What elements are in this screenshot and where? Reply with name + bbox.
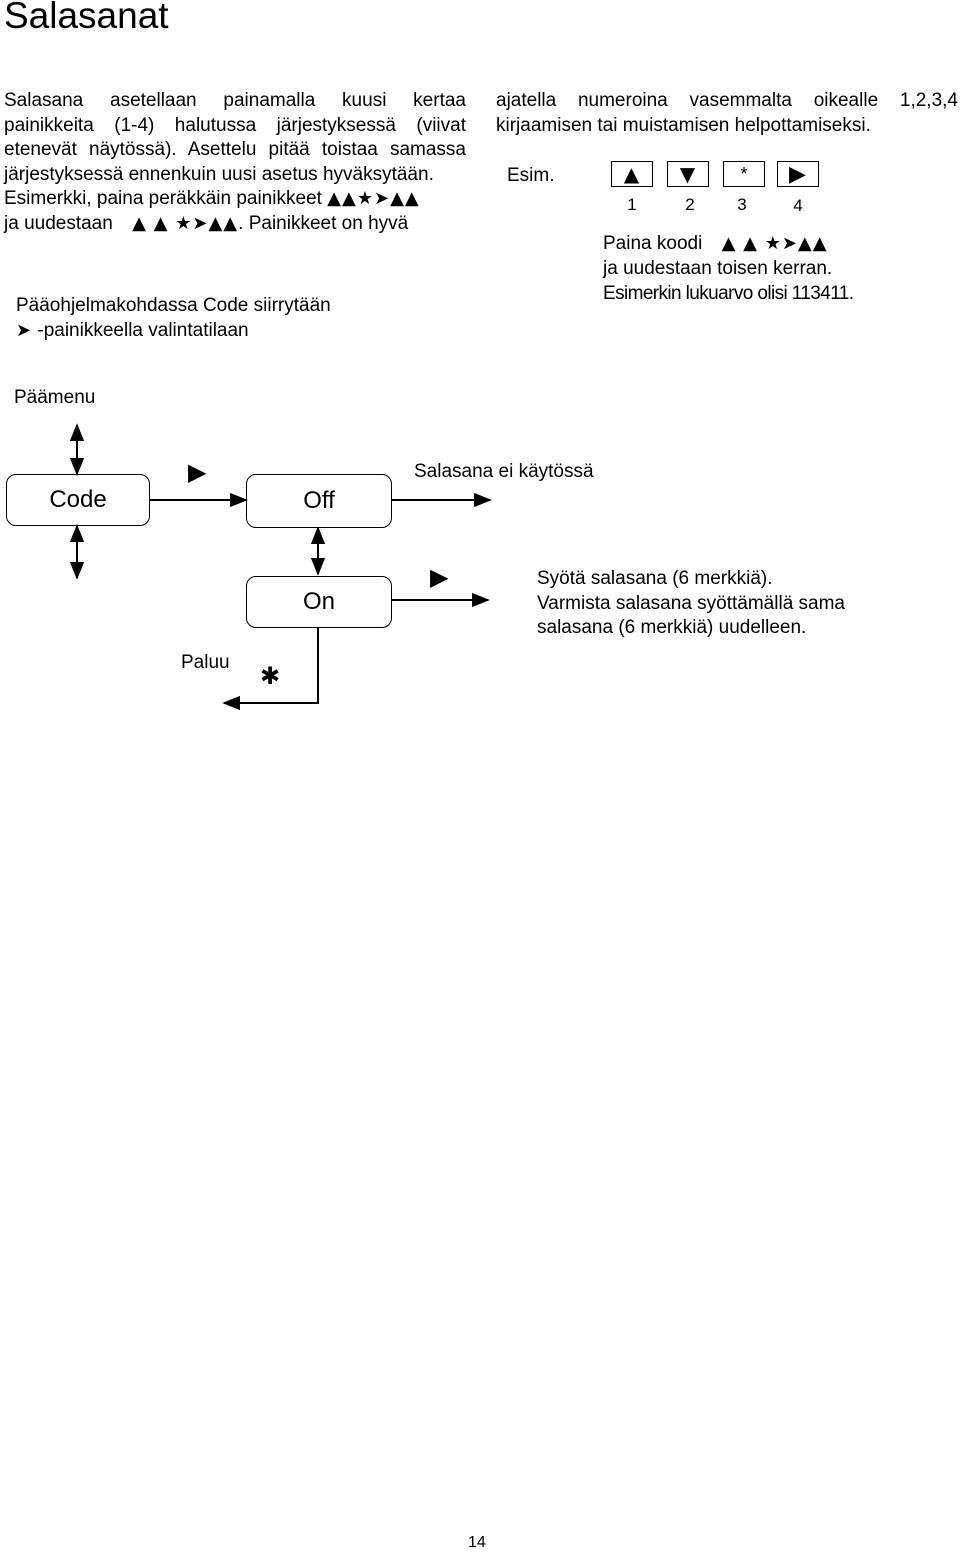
code-box-label: Code [49, 486, 107, 513]
intro-line-3: etenevät näytössä). Asettelu pitää toist… [4, 139, 466, 160]
code-sequence-icon: ▲ ▲ ★➤▲▲ [721, 233, 828, 254]
selection-mode-text: -painikkeella valintatilaan [37, 320, 249, 341]
up-triangle-icon: ▲ [611, 161, 653, 187]
button-sequence-icon: ▲▲★➤▲▲ [327, 188, 420, 209]
button-sequence-repeat-icon: ▲ ▲ ★➤▲▲ [132, 212, 239, 234]
main-program-line-2: ➤ -painikkeella valintatilaan [16, 319, 249, 344]
on-description-line-3: salasana (6 merkkiä) uudelleen. [537, 617, 807, 638]
main-program-line-1: Pääohjelmakohdassa Code siirrytään [16, 295, 331, 316]
off-box[interactable]: Off [246, 474, 392, 528]
asterisk-icon: * [723, 161, 765, 187]
example-label: Esim. [507, 165, 555, 186]
intro-line-4: järjestyksessä ennenkuin uusi asetus hyv… [4, 163, 434, 185]
main-menu-label: Päämenu [14, 387, 96, 408]
example-value-line: Esimerkin lukuarvo olisi 113411. [603, 283, 854, 304]
code-box[interactable]: Code [6, 474, 150, 526]
on-box-label: On [302, 588, 335, 615]
right-arrow-icon: ➤ [16, 320, 33, 341]
off-description: Salasana ei käytössä [414, 461, 594, 482]
intro-line-2: painikkeita (1-4) halutussa järjestykses… [4, 114, 466, 136]
key-number-2: 2 [685, 195, 695, 214]
page-title: Salasanat [4, 0, 169, 36]
on-description-line-2: Varmista salasana syöttämällä sama [537, 592, 845, 614]
repeat-line: ja uudestaan toisen kerran. [603, 258, 833, 279]
key-number-3: 3 [737, 195, 747, 214]
on-box[interactable]: On [246, 576, 392, 628]
repeat-text: ja uudestaan [4, 212, 113, 234]
key-number-4: 4 [793, 196, 803, 215]
numbers-line-2: kirjaamisen tai muistamisen helpottamise… [496, 114, 871, 136]
numbers-line-1: ajatella numeroina vasemmalta oikealle 1… [496, 90, 958, 111]
code-label: Paina koodi [603, 233, 703, 254]
code-line: Paina koodi ▲ ▲ ★➤▲▲ [603, 232, 828, 257]
page-number: 14 [468, 1534, 486, 1551]
intro-line-5: Esimerkki, paina peräkkäin painikkeet ▲▲… [4, 187, 466, 212]
right-triangle-icon: ▶ [430, 563, 450, 591]
asterisk-icon: ✱ [260, 662, 282, 690]
on-description-line-1: Syötä salasana (6 merkkiä). [537, 568, 773, 589]
advice-text: . Painikkeet on hyvä [238, 212, 409, 234]
intro-line-1: Salasana asetellaan painamalla kuusi ker… [4, 90, 466, 111]
right-triangle-icon: ▶ [188, 458, 208, 486]
intro-line-6: ja uudestaan ▲ ▲ ★➤▲▲. Painikkeet on hyv… [4, 212, 466, 237]
key-number-1: 1 [627, 195, 637, 214]
off-box-label: Off [303, 487, 335, 514]
right-triangle-icon: ▶ [777, 161, 819, 187]
down-triangle-icon: ▼ [667, 161, 709, 187]
left-column: Salasana asetellaan painamalla kuusi ker… [4, 89, 466, 236]
back-label: Paluu [181, 652, 230, 673]
on-description: Syötä salasana (6 merkkiä). Varmista sal… [537, 567, 845, 641]
right-column: ajatella numeroina vasemmalta oikealle 1… [496, 89, 958, 138]
example-text: Esimerkki, paina peräkkäin painikkeet [4, 188, 322, 209]
